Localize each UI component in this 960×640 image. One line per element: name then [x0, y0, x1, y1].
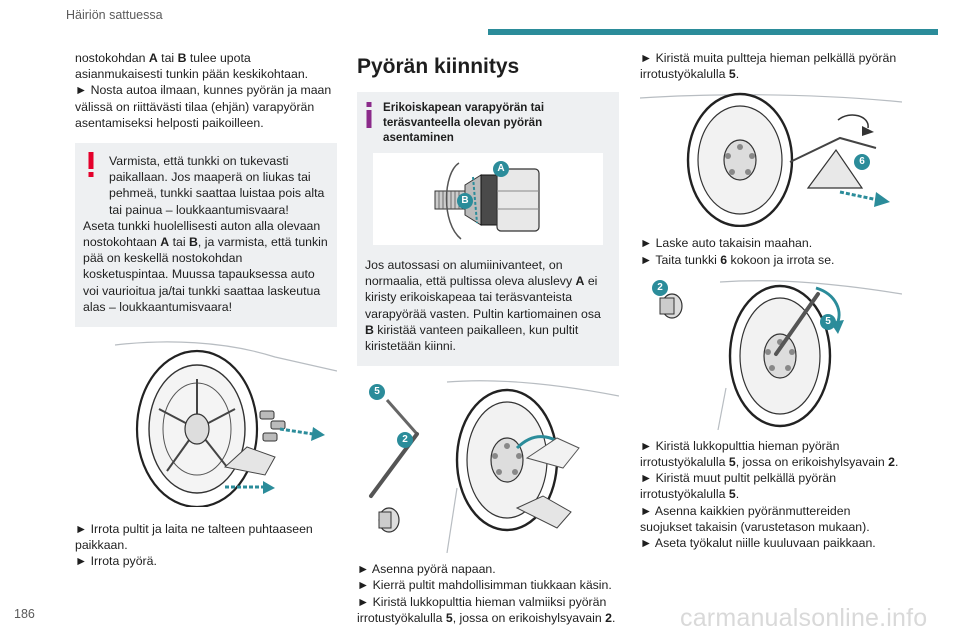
- step-tighten-lock: ► Kiristä lukkopulttia hieman pyörän irr…: [640, 438, 899, 470]
- section-title: Häiriön sattuessa: [66, 8, 163, 22]
- header-accent-bar: [488, 29, 938, 35]
- page-number: 186: [14, 607, 35, 621]
- step-tighten-other-bolts: ► Kiristä muut pultit pelkällä pyörän ir…: [640, 471, 837, 502]
- illustration-remove-bolts: [75, 337, 338, 509]
- step-fold-jack: ► Taita tunkki 6 kokoon ja irrota se.: [640, 252, 835, 267]
- step-store-tools: ► Aseta työkalut niille kuuluvaan paikka…: [640, 536, 876, 551]
- column-3: ► Kiristä muita pultteja hieman pelkällä…: [639, 50, 903, 551]
- badge-b: B: [457, 193, 473, 209]
- step-refit-covers: ► Asenna kaikkien pyöränmuttereiden suoj…: [640, 503, 870, 534]
- watermark: carmanualsonline.info: [680, 604, 928, 632]
- wheel-fitting-title: Pyörän kiinnitys: [357, 55, 520, 78]
- badge-5: 5: [820, 313, 836, 330]
- badge-6: 6: [854, 154, 870, 171]
- info-icon: [366, 102, 372, 128]
- final-tighten-image: [659, 279, 903, 430]
- warning-box: Varmista, että tunkki on tukevasti paika…: [75, 143, 337, 328]
- step-hand-tighten: ► Kierrä pultit mahdollisimman tiukkaan …: [357, 578, 612, 593]
- warning-text-2: Aseta tunkki huolellisesti auton alla ol…: [83, 218, 328, 314]
- step-remove-wheel: ► Irrota pyörä.: [75, 554, 157, 569]
- mount-wheel-image: [369, 380, 620, 554]
- column-1: nostokohdan A tai B tulee upota asianmuk…: [75, 50, 338, 570]
- badge-2: 2: [652, 279, 668, 296]
- badge-a: A: [493, 161, 509, 177]
- step-lower-car: ► Laske auto takaisin maahan.: [640, 236, 813, 251]
- illustration-mount-wheel: 5 2: [357, 378, 620, 554]
- info-box: Erikoiskapean varapyörän tai teräsvantee…: [357, 92, 619, 367]
- step-remove-bolts: ► Irrota pultit ja laita ne talteen puht…: [75, 522, 313, 553]
- jack-tool-image: [639, 93, 903, 228]
- step-pretighten-lock: ► Kiristä lukkopulttia hieman valmiiksi …: [357, 594, 616, 625]
- info-body: Jos autossasi on alumiinivanteet, on nor…: [365, 258, 601, 354]
- badge-5: 5: [369, 384, 385, 401]
- illustration-lower-car: 6: [639, 92, 903, 228]
- step-lift: ► Nosta autoa ilmaan, kunnes pyörän ja m…: [75, 83, 332, 130]
- badge-2: 2: [397, 432, 413, 449]
- bolt-illustration: A B: [373, 153, 603, 245]
- step-mount-wheel: ► Asenna pyörä napaan.: [357, 562, 496, 577]
- intro-paragraph: nostokohdan A tai B tulee upota asianmuk…: [75, 51, 309, 82]
- wheel-bolts-removal-image: [114, 341, 338, 509]
- illustration-final-tighten: 2 5: [640, 277, 903, 430]
- step-tighten-others: ► Kiristä muita pultteja hieman pelkällä…: [640, 51, 897, 82]
- page-header: Häiriön sattuessa: [0, 0, 960, 40]
- warning-text-1: Varmista, että tunkki on tukevasti paika…: [109, 154, 325, 217]
- warning-exclamation-icon: [88, 152, 94, 178]
- column-2: Pyörän kiinnitys Erikoiskapean varapyörä…: [357, 50, 620, 626]
- info-heading: Erikoiskapean varapyörän tai teräsvantee…: [383, 101, 545, 144]
